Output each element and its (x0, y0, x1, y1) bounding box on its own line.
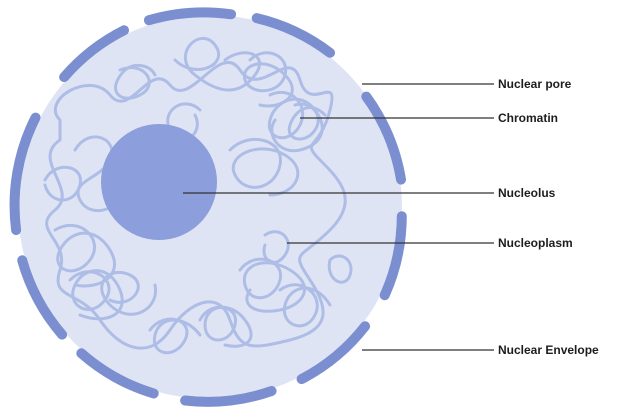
label-nucleolus: Nucleolus (498, 186, 555, 200)
nucleolus (101, 124, 217, 240)
label-nuclear-pore: Nuclear pore (498, 77, 571, 91)
label-nuclear-envelope: Nuclear Envelope (498, 343, 599, 357)
label-nucleoplasm: Nucleoplasm (498, 236, 573, 250)
label-chromatin: Chromatin (498, 111, 558, 125)
